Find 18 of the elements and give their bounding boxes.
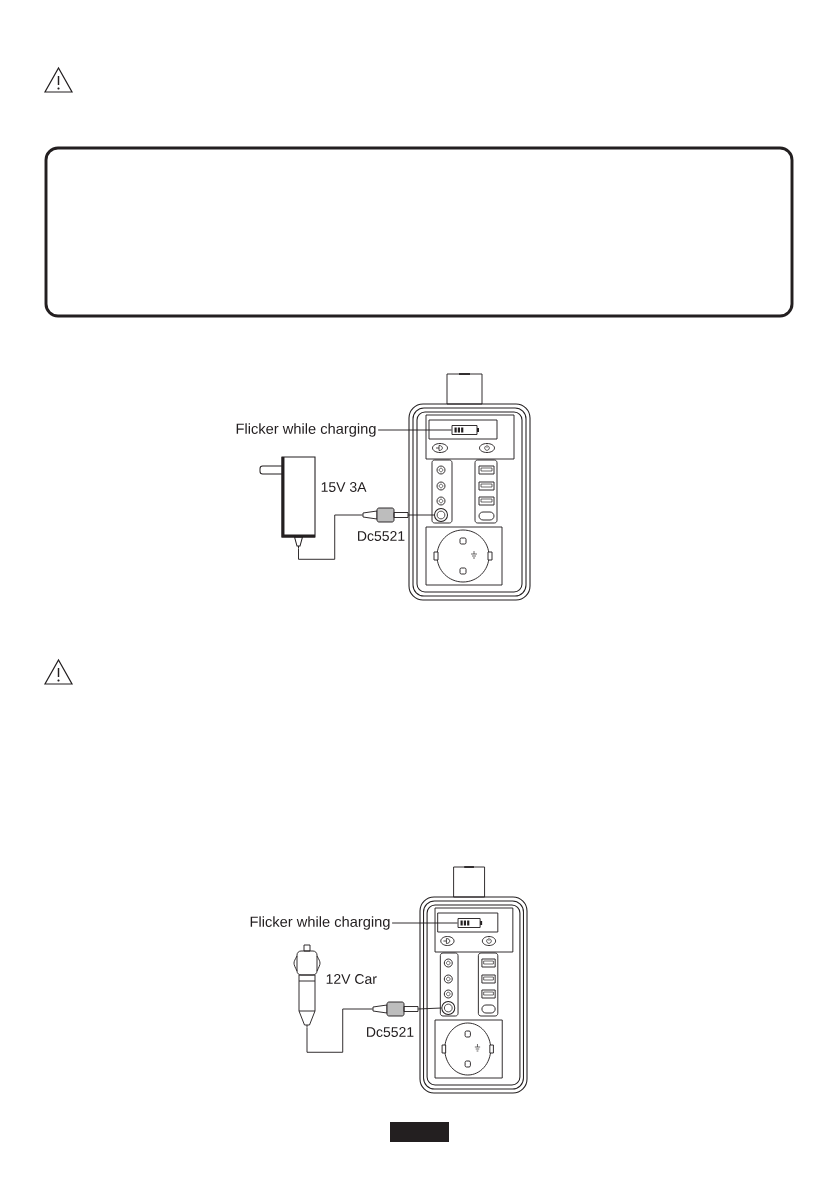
battery-icon (451, 425, 479, 435)
dc-input-port (441, 1001, 456, 1015)
plug-type-label: Dc5521 (358, 531, 405, 541)
power-cable (298, 514, 364, 560)
power-station (419, 896, 528, 1094)
leader-line (377, 429, 452, 431)
rating-label: 12V Car (326, 974, 377, 984)
callout-label: Flicker while charging (236, 423, 376, 437)
power-station (408, 403, 531, 601)
callout-label: Flicker while charging (250, 916, 390, 930)
plug-type-label: Dc5521 (367, 1027, 414, 1037)
plug-line (417, 1007, 442, 1010)
power-cable (306, 1008, 374, 1053)
plug-line (407, 514, 435, 516)
battery-icon (457, 918, 483, 928)
dc-input-port (434, 508, 448, 522)
leader-line (391, 922, 459, 924)
rating-label: 15V 3A (321, 482, 367, 492)
